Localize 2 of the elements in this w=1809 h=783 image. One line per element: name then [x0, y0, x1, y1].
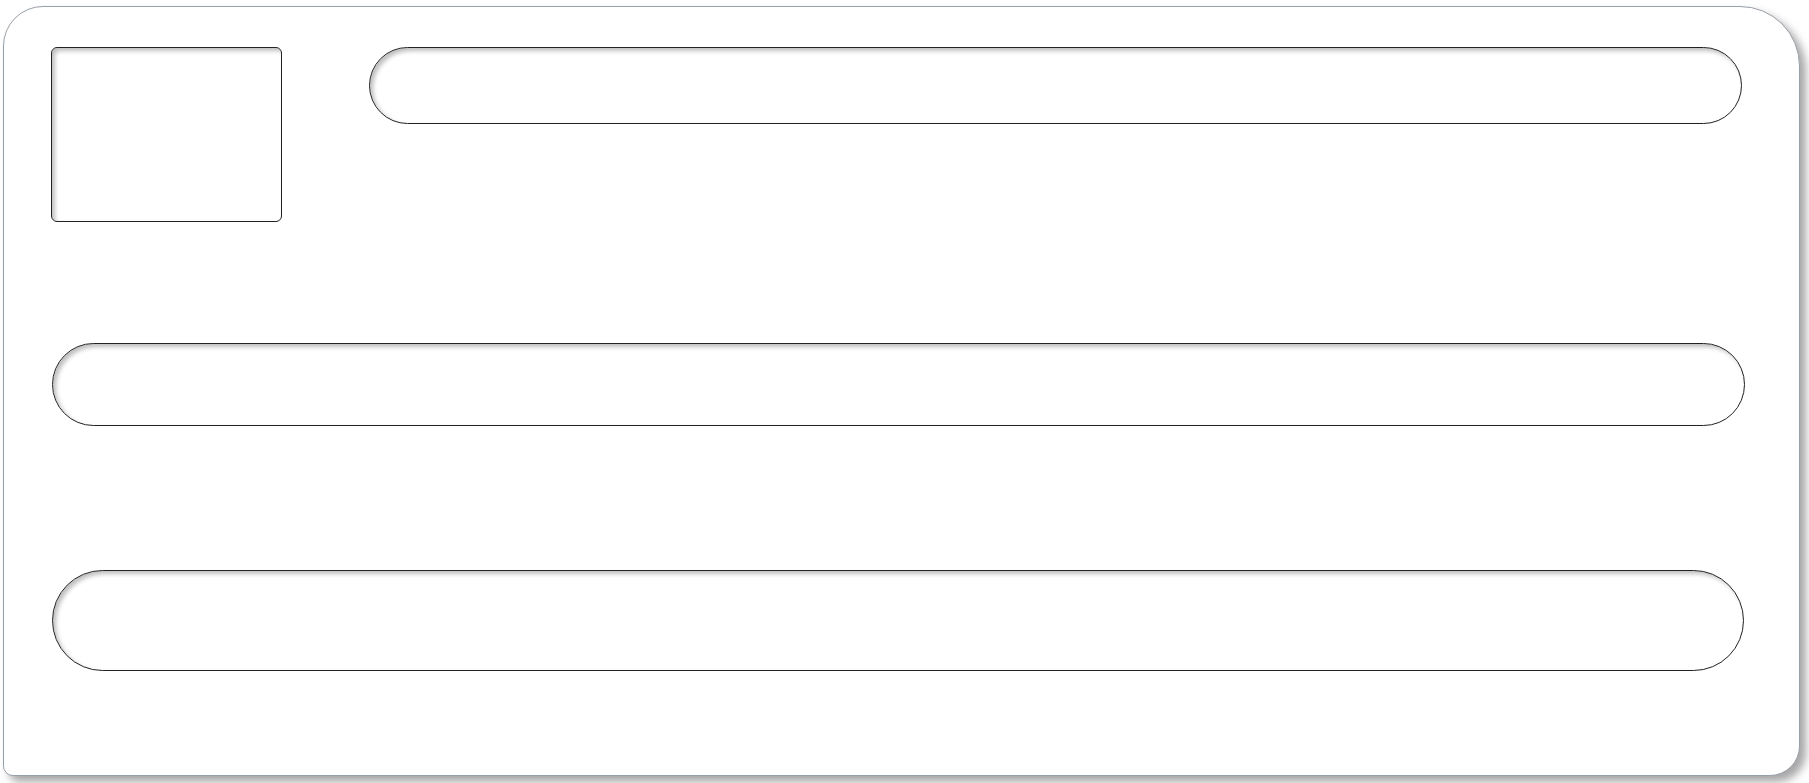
template-board	[3, 6, 1800, 776]
cutout-square	[51, 47, 282, 222]
